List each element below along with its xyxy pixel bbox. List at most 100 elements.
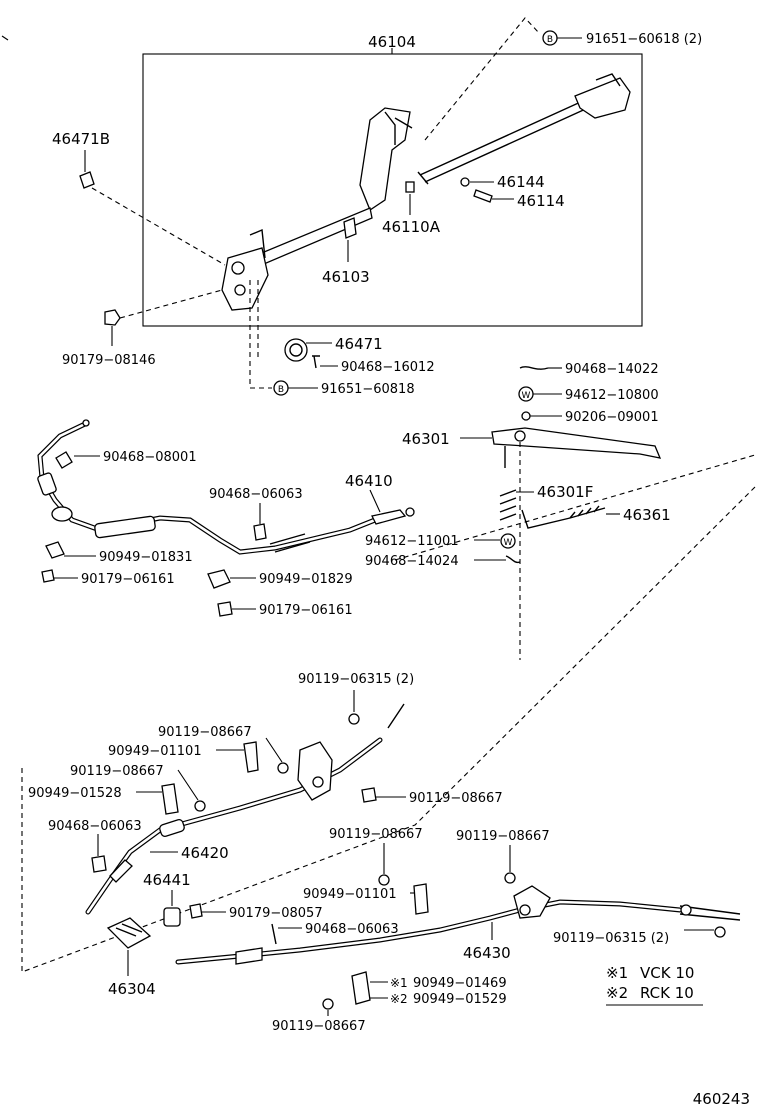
cable-sleeve-icon <box>159 818 185 838</box>
grip-top <box>595 73 621 87</box>
label-90119-06315-a: 90119−06315 (2) <box>298 672 414 687</box>
lever-rod <box>419 99 591 183</box>
label-90119-08667-e: 90119−08667 <box>456 829 550 844</box>
label-91651-60618-2: 91651−60618 (2) <box>586 32 702 47</box>
label-90468-14022: 90468−14022 <box>565 362 659 377</box>
part-46103-icon <box>343 217 357 239</box>
equalizer-46301-icon <box>491 427 662 459</box>
rod-end <box>417 171 429 185</box>
label-46430: 46430 <box>463 944 511 962</box>
figure-number: 460243 <box>693 1090 750 1108</box>
bolt-91651-60618-dash <box>424 17 541 141</box>
cable-end-icon <box>82 419 90 427</box>
bolt-90119-06315-b-icon <box>714 926 726 938</box>
label-90468-14024: 90468−14024 <box>365 554 459 569</box>
clamp-90949-01101-b-icon <box>413 883 429 915</box>
label-46103: 46103 <box>322 268 370 286</box>
leader <box>265 737 283 763</box>
label-90468-08001: 90468−08001 <box>103 450 197 465</box>
label-46301F: 46301F <box>537 483 593 501</box>
part-46471-inner <box>289 343 303 357</box>
clamp-90949-01829-icon <box>207 569 231 589</box>
part-46471B-icon <box>79 171 95 189</box>
bolt-90119-08667-d-icon <box>378 874 390 886</box>
label-90179-08146: 90179−08146 <box>62 353 156 368</box>
label-90119-08667-c: 90119−08667 <box>409 791 503 806</box>
clip-90468-06063-c-icon <box>271 923 277 945</box>
lever-assembly-box <box>142 53 643 327</box>
label-90119-08667-b: 90119−08667 <box>70 764 164 779</box>
label-90949-01528: 90949−01528 <box>28 786 122 801</box>
clamp-90949-01528-icon <box>161 783 179 815</box>
cable-fitting-icon <box>37 472 57 496</box>
bracket-46304-ribs <box>115 923 143 937</box>
cable-spring-end <box>109 859 133 883</box>
mark-1: ※1 <box>390 976 408 990</box>
label-90468-06063-a: 90468−06063 <box>209 487 303 502</box>
part-46471-icon <box>284 338 308 362</box>
dash-46471B <box>91 187 226 266</box>
w-mark-text: W <box>504 538 513 548</box>
rod-thread <box>569 505 600 519</box>
spring-section <box>269 533 311 553</box>
legend-mark-1: ※1 <box>606 964 628 982</box>
label-46301: 46301 <box>402 430 450 448</box>
label-90468-06063-c: 90468−06063 <box>305 922 399 937</box>
label-90179-06161-a: 90179−06161 <box>81 572 175 587</box>
label-46471: 46471 <box>335 335 383 353</box>
washer-90206-09001-icon <box>521 411 531 421</box>
diagonal-dash-outline <box>21 486 756 973</box>
bracket-hole-icon <box>312 776 324 788</box>
assembly-label-46104: 46104 <box>368 33 416 51</box>
label-90119-06315-b: 90119−06315 (2) <box>553 931 669 946</box>
bracket-base <box>221 247 269 311</box>
clip-90468-08001-icon <box>55 451 73 469</box>
label-90119-08667-d: 90119−08667 <box>329 827 423 842</box>
pin-90468-14024-icon <box>505 555 521 564</box>
label-46420: 46420 <box>181 844 229 862</box>
label-46361: 46361 <box>623 506 671 524</box>
cable-46430-inner <box>176 900 682 964</box>
label-94612-10800: 94612−10800 <box>565 388 659 403</box>
diagonal-dash-upper <box>394 454 756 561</box>
label-90949-01101-b: 90949−01101 <box>303 887 397 902</box>
leader <box>369 489 381 513</box>
part-46110A-icon <box>405 181 415 193</box>
cable-eye-icon <box>405 507 415 517</box>
cable-adjuster-icon <box>371 509 407 525</box>
bolt-90119-08667-c-icon <box>361 787 377 803</box>
b-mark-text: B <box>278 385 284 395</box>
bracket-hole-icon <box>519 904 531 916</box>
lever-grip <box>574 77 631 119</box>
bolt-90119-08667-a-icon <box>277 762 289 774</box>
cable-sleeve-icon <box>94 515 156 539</box>
label-46110A: 46110A <box>382 218 441 236</box>
label-91651-60818: 91651−60818 <box>321 382 415 397</box>
dash-90179-08146 <box>119 289 223 319</box>
w-mark-text: W <box>522 391 531 401</box>
clamp-90949-01101-a-icon <box>243 741 259 773</box>
grommet-46441-icon <box>163 907 181 927</box>
bolt-90119-08667-f-icon <box>322 998 334 1010</box>
clamp-90949-01831-icon <box>45 541 65 559</box>
bracket-hole-icon <box>231 261 245 275</box>
label-90949-01101-a: 90949−01101 <box>108 744 202 759</box>
legend-code-1: VCK 10 <box>640 964 694 982</box>
equalizer-pivot-icon <box>514 430 526 442</box>
bracket-46420-icon <box>297 741 333 801</box>
grommet-icon <box>51 506 73 522</box>
label-90949-01469: 90949−01469 <box>413 976 507 991</box>
b-mark-text: B <box>547 35 553 45</box>
label-90206-09001: 90206−09001 <box>565 410 659 425</box>
bracket-tab <box>249 228 266 259</box>
clamp-90949-01469-icon <box>351 971 371 1005</box>
bolt-shaft <box>387 703 405 729</box>
part-46114-icon <box>473 189 493 203</box>
clip-90468-06063-a-icon <box>253 523 267 541</box>
label-90179-08057: 90179−08057 <box>229 906 323 921</box>
lever-bracket <box>359 107 411 211</box>
part-46144-icon <box>460 177 470 187</box>
label-90949-01831: 90949−01831 <box>99 550 193 565</box>
legend-mark-2: ※2 <box>606 984 628 1002</box>
